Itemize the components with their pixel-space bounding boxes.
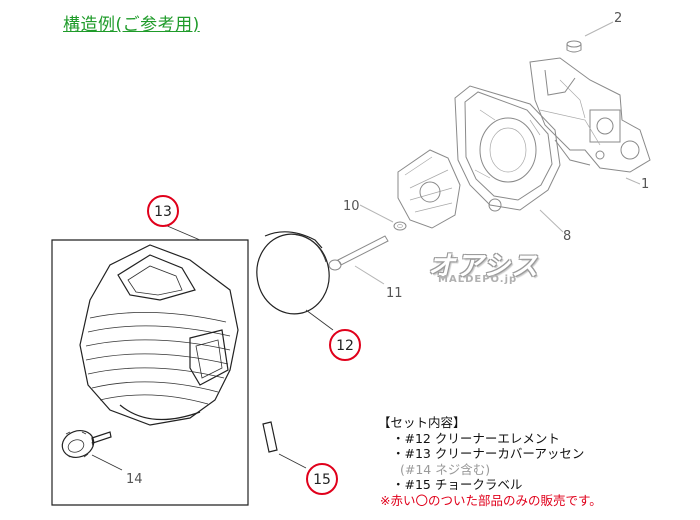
brand-watermark: オアシス MALDEPO.jp — [424, 244, 554, 290]
set-item-15: ・#15 チョークラベル — [392, 477, 523, 492]
brand-watermark-sub: MALDEPO.jp — [438, 274, 518, 285]
knob-screw-part-14 — [61, 430, 123, 471]
cleaner-element-part-12 — [256, 231, 334, 331]
callout-number-12: 12 — [336, 338, 354, 354]
filter-holder-plate — [397, 149, 461, 229]
callout-number-11: 11 — [386, 286, 403, 301]
callout-number-8: 8 — [563, 229, 571, 244]
callout-number-2: 2 — [614, 11, 622, 26]
highlight-circle-13 — [147, 195, 179, 227]
cleaner-cover-part-13 — [51, 224, 249, 506]
page-title: 構造例(ご参考用) — [63, 15, 200, 35]
callout-number-1: 1 — [641, 177, 649, 192]
set-item-12: ・#12 クリーナーエレメント — [392, 430, 560, 446]
bolt-part-11 — [328, 235, 389, 285]
highlight-circle-15 — [306, 463, 338, 495]
highlight-circle-12 — [329, 329, 361, 361]
screw-part-2 — [566, 21, 614, 53]
brand-watermark-main: オアシス — [428, 251, 539, 282]
set-item-13-note: (#14 ネジ含む) — [400, 461, 491, 477]
set-item-13: ・#13 クリーナーカバーアッセン — [392, 446, 585, 461]
carburetor-part-1 — [529, 57, 651, 173]
set-contents: 【セット内容】 ・#12 クリーナーエレメント ・#13 クリーナーカバーアッセ… — [378, 415, 602, 508]
choke-label-part-15 — [262, 421, 307, 469]
callout-number-10: 10 — [343, 199, 360, 214]
set-contents-heading: 【セット内容】 — [378, 415, 466, 430]
cleaner-base-part-8 — [454, 85, 564, 233]
callout-number-14: 14 — [126, 472, 143, 487]
washer-part-10 — [359, 204, 407, 231]
callout-number-13: 13 — [154, 204, 172, 220]
callout-number-15: 15 — [313, 472, 331, 488]
sales-note: ※赤い〇のついた部品のみの販売です。 — [380, 492, 602, 508]
